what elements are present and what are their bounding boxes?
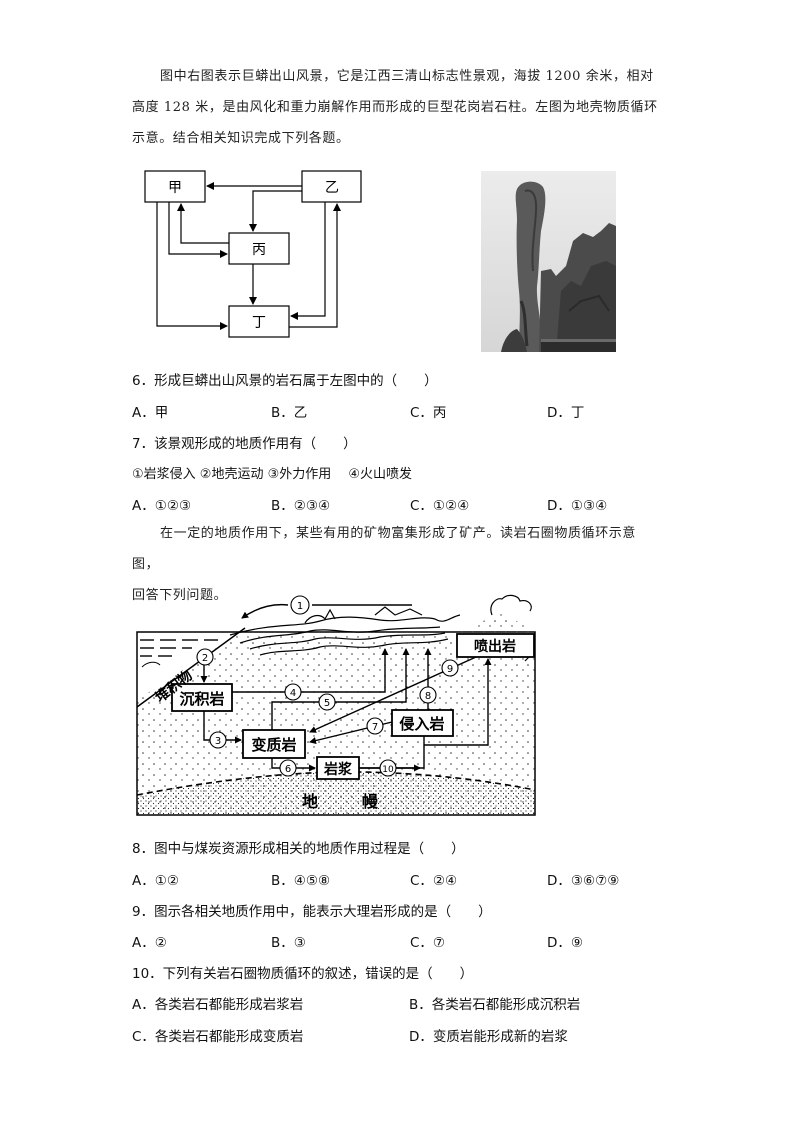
box-bing: 丙 [252,242,266,258]
q10-option-b[interactable]: B．各类岩石都能形成沉积岩 [409,997,581,1013]
intro2-line-1: 在一定的地质作用下，某些有用的矿物富集形成了矿产。读岩石圈物质循环示意图， [132,526,637,572]
num-8: 8 [425,691,431,702]
num-6: 6 [285,764,291,775]
question-10-stem: 10．下列有关岩石圈物质循环的叙述，错误的是（ ） [132,966,474,982]
label-mantle-2: 幔 [362,792,379,811]
box-ding: 丁 [252,315,266,331]
box-yi: 乙 [325,180,339,196]
q7-option-c[interactable]: C．①②④ [410,498,470,514]
intro-paragraph-2: 在一定的地质作用下，某些有用的矿物富集形成了矿产。读岩石圈物质循环示意图， 回答… [132,518,662,611]
q8-option-b[interactable]: B．④⑤⑧ [271,873,331,889]
num-9: 9 [447,664,453,675]
q6-option-d[interactable]: D．丁 [547,405,585,421]
question-7-stem: 7．该景观形成的地质作用有（ ） [132,436,357,452]
q10-option-a[interactable]: A．各类岩石都能形成岩浆岩 [132,997,304,1013]
label-sedimentary: 沉积岩 [179,690,224,708]
question-9-stem: 9．图示各相关地质作用中，能表示大理岩形成的是（ ） [132,904,492,920]
num-2: 2 [202,653,208,664]
num-1: 1 [297,601,303,612]
q9-option-b[interactable]: B．③ [271,935,306,951]
num-10: 10 [382,765,394,775]
q7-option-b[interactable]: B．②③④ [271,498,331,514]
q6-option-c[interactable]: C．丙 [410,405,447,421]
q10-option-d[interactable]: D．变质岩能形成新的岩浆 [409,1029,568,1045]
q8-option-c[interactable]: C．②④ [410,873,458,889]
label-mantle-1: 地 [302,792,318,811]
q10-option-c[interactable]: C．各类岩石都能形成变质岩 [132,1029,304,1045]
q9-option-c[interactable]: C．⑦ [410,935,446,951]
intro-paragraph-1: 图中右图表示巨蟒出山风景，它是江西三清山标志性景观，海拔 1200 余米，相对 … [132,61,662,154]
intro-line-1: 图中右图表示巨蟒出山风景，它是江西三清山标志性景观，海拔 1200 余米，相对 [160,69,654,84]
label-intrusive: 侵入岩 [398,715,444,733]
rock-cycle-diagram: 1 2 3 4 5 6 7 8 9 10 沉积岩 变质岩 岩浆 侵入岩 喷出岩 … [136,594,536,816]
q7-option-d[interactable]: D．①③④ [547,498,608,514]
intro2-line-2: 回答下列问题。 [132,588,228,603]
crust-cycle-diagram: 甲 乙 丙 丁 [144,170,362,338]
label-metamorphic: 变质岩 [251,736,296,754]
q7-option-a[interactable]: A．①②③ [132,498,192,514]
question-8-stem: 8．图中与煤炭资源形成相关的地质作用过程是（ ） [132,841,465,857]
q8-option-a[interactable]: A．①② [132,873,179,889]
intro-line-3: 示意。结合相关知识完成下列各题。 [132,131,350,146]
num-7: 7 [372,722,378,733]
question-7-items: ①岩浆侵入 ②地壳运动 ③外力作用 ④火山喷发 [132,467,413,482]
question-6-stem: 6．形成巨蟒出山风景的岩石属于左图中的（ ） [132,373,438,389]
q6-option-a[interactable]: A．甲 [132,405,169,421]
num-3: 3 [215,736,221,747]
num-4: 4 [290,688,296,699]
q9-option-d[interactable]: D．⑨ [547,935,583,951]
q6-option-b[interactable]: B．乙 [271,405,308,421]
q9-option-a[interactable]: A．② [132,935,167,951]
label-magma: 岩浆 [323,761,353,778]
q8-option-d[interactable]: D．③⑥⑦⑨ [547,873,620,889]
num-5: 5 [324,698,330,709]
intro-line-2: 高度 128 米，是由风化和重力崩解作用而形成的巨型花岗岩石柱。左图为地壳物质循… [132,100,658,115]
label-extrusive: 喷出岩 [474,638,516,655]
box-jia: 甲 [168,180,182,196]
rock-pillar-photo [481,171,616,352]
